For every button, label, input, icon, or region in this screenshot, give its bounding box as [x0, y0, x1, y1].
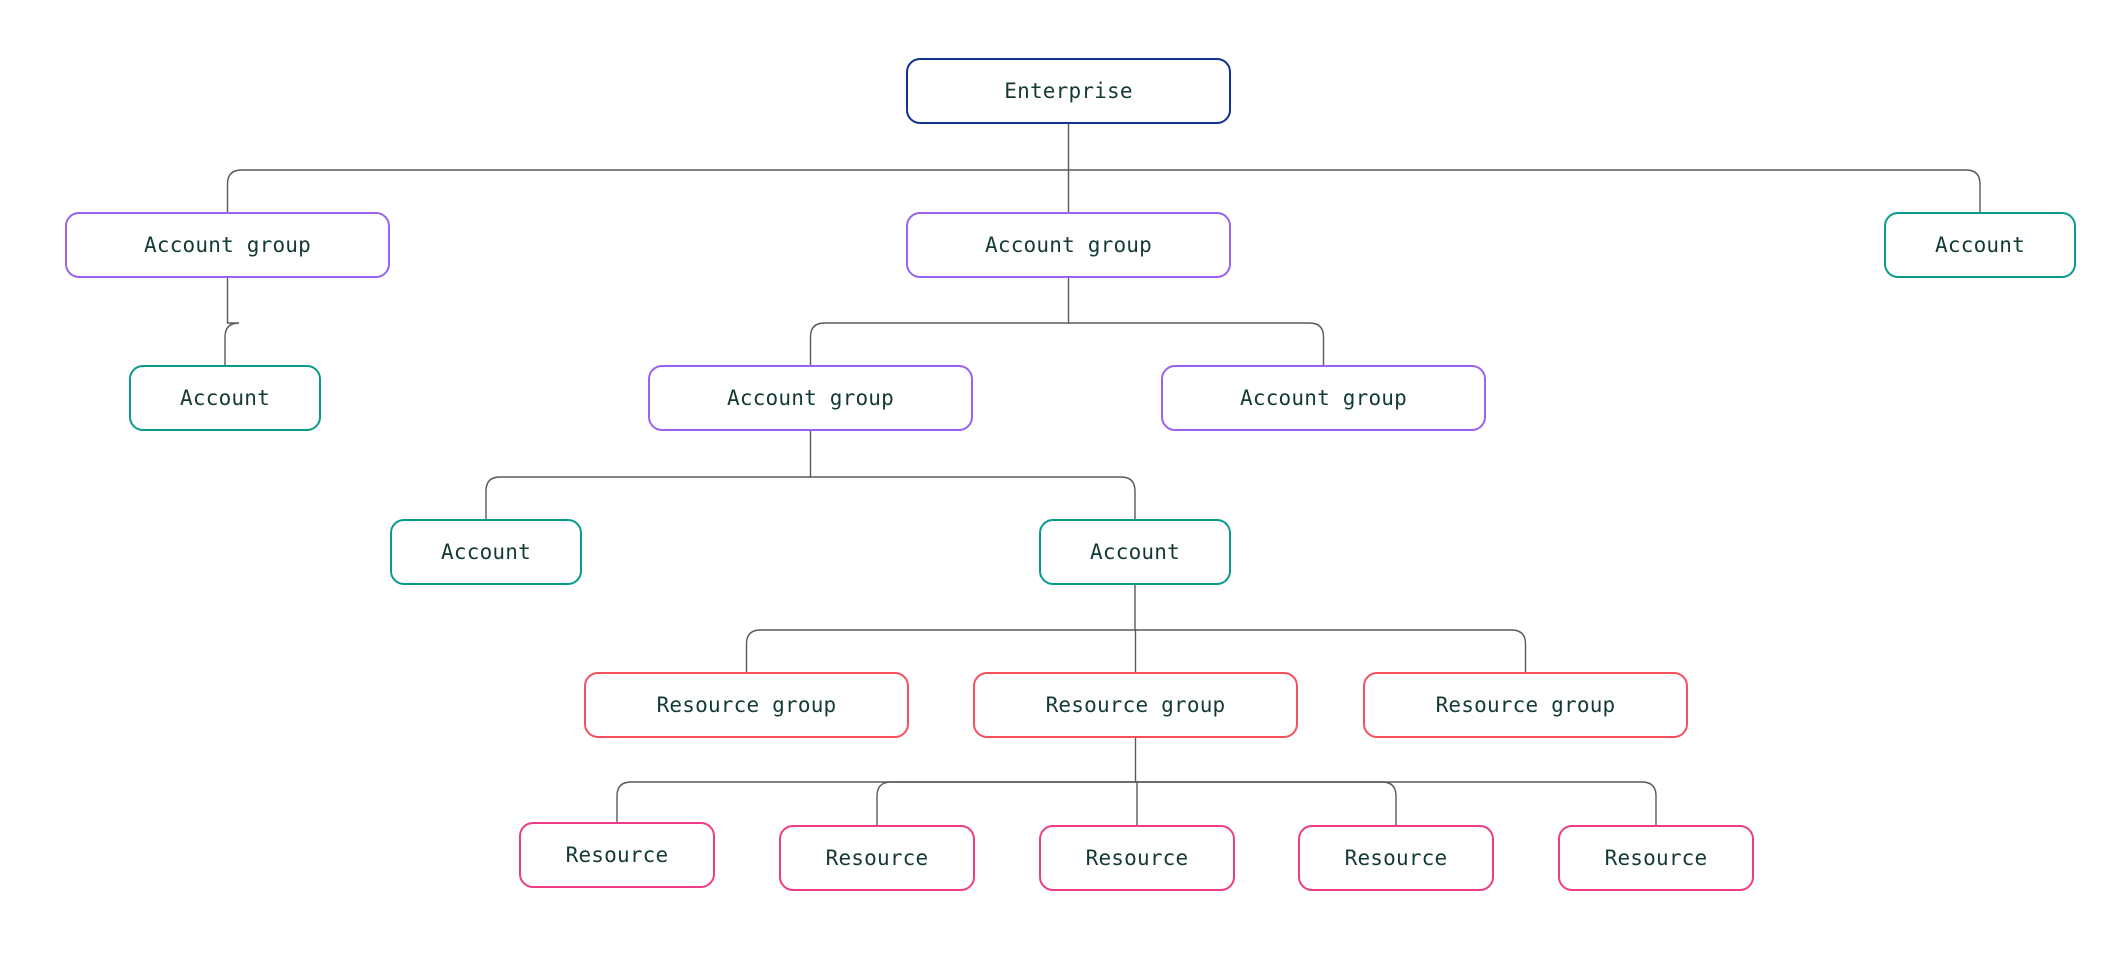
node-label: Account group	[1240, 385, 1407, 410]
node-acct-a1[interactable]: Account	[129, 365, 321, 431]
node-label: Resource	[1085, 845, 1189, 870]
node-label: Enterprise	[1004, 78, 1133, 103]
node-label: Account	[1090, 539, 1180, 564]
node-rg-1[interactable]: Resource group	[584, 672, 909, 738]
edge-rg-2-to-res-1	[616, 781, 1137, 823]
edge-ag-b1-to-acct-b1b	[809, 476, 1136, 520]
node-acct-b1a[interactable]: Account	[390, 519, 582, 585]
node-ag-b2[interactable]: Account group	[1161, 365, 1486, 431]
node-res-5[interactable]: Resource	[1558, 825, 1754, 891]
node-res-2[interactable]: Resource	[779, 825, 975, 891]
node-label: Resource group	[656, 692, 837, 717]
node-res-3[interactable]: Resource	[1039, 825, 1235, 891]
node-label: Resource	[825, 845, 929, 870]
edge-acct-b1b-to-rg-3	[1134, 629, 1527, 673]
node-label: Resource	[1604, 845, 1708, 870]
node-res-1[interactable]: Resource	[519, 822, 715, 888]
node-label: Resource	[565, 842, 669, 867]
node-label: Resource	[1344, 845, 1448, 870]
node-rg-2[interactable]: Resource group	[973, 672, 1298, 738]
node-label: Account group	[144, 232, 311, 257]
node-label: Account	[441, 539, 531, 564]
node-ag-b1[interactable]: Account group	[648, 365, 973, 431]
node-label: Account group	[985, 232, 1152, 257]
edge-acct-b1b-to-rg-1	[745, 629, 1136, 673]
edge-ag-b-to-ag-b1	[809, 322, 1070, 366]
edge-rg-2-to-res-4	[1134, 781, 1397, 826]
node-label: Account	[1935, 232, 2025, 257]
node-rg-3[interactable]: Resource group	[1363, 672, 1688, 738]
edge-rg-2-to-res-5	[1134, 781, 1657, 826]
node-enterprise[interactable]: Enterprise	[906, 58, 1231, 124]
node-acct-right[interactable]: Account	[1884, 212, 2076, 278]
node-res-4[interactable]: Resource	[1298, 825, 1494, 891]
edge-ag-b-to-ag-b2	[1067, 322, 1325, 366]
edge-enterprise-to-ag-a	[226, 169, 1070, 213]
edge-ag-a-to-acct-a1	[224, 322, 240, 366]
node-label: Resource group	[1435, 692, 1616, 717]
node-label: Resource group	[1045, 692, 1226, 717]
node-acct-b1b[interactable]: Account	[1039, 519, 1231, 585]
edge-rg-2-to-res-2	[876, 781, 1137, 826]
edge-enterprise-to-acct-right	[1067, 169, 1981, 213]
node-label: Account	[180, 385, 270, 410]
node-ag-a[interactable]: Account group	[65, 212, 390, 278]
node-label: Account group	[727, 385, 894, 410]
edge-ag-b1-to-acct-b1a	[485, 476, 812, 520]
node-ag-b[interactable]: Account group	[906, 212, 1231, 278]
